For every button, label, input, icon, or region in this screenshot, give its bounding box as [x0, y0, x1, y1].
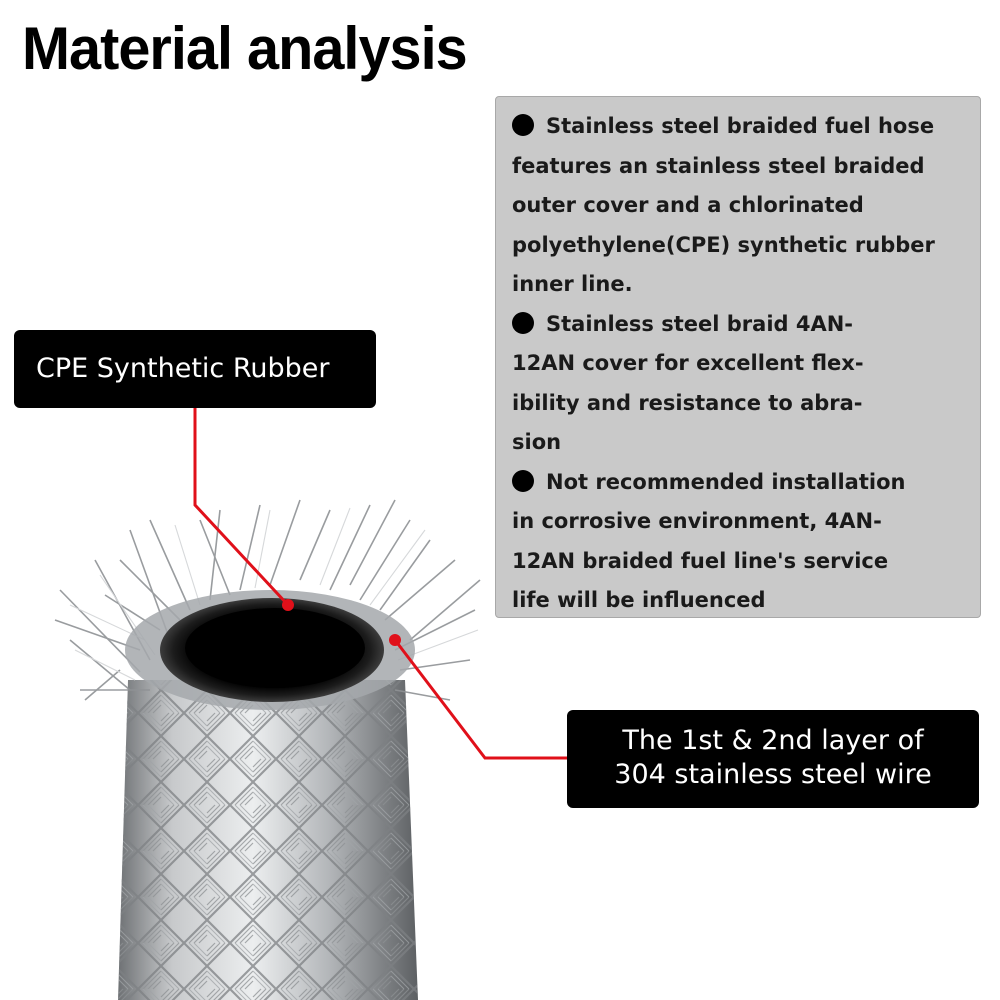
- callout-line-cpe: [193, 408, 290, 607]
- info-line-text: in corrosive environment, 4AN-: [512, 509, 882, 533]
- info-line: 12AN cover for excellent flex-: [512, 344, 968, 384]
- info-line: Stainless steel braid 4AN-: [512, 305, 968, 345]
- frayed-wire-strands: [54, 499, 481, 701]
- cpe-rubber-label: CPE Synthetic Rubber: [14, 330, 376, 408]
- steel-wire-label-line-2: 304 stainless steel wire: [614, 759, 932, 790]
- info-line: polyethylene(CPE) synthetic rubber: [512, 226, 968, 266]
- material-info-box: Stainless steel braided fuel hose feature…: [495, 96, 981, 618]
- info-line-text: Stainless steel braided fuel hose: [546, 114, 935, 138]
- info-line: in corrosive environment, 4AN-: [512, 502, 968, 542]
- callout-line-steel: [393, 639, 567, 760]
- info-line-text: sion: [512, 430, 562, 454]
- bullet-icon: [512, 311, 534, 334]
- info-line: life will be influenced: [512, 581, 968, 621]
- info-line-text: Not recommended installation: [546, 469, 906, 494]
- info-line: inner line.: [512, 265, 968, 305]
- callout-dot-cpe: [282, 599, 294, 611]
- info-line: 12AN braided fuel line's service: [512, 542, 968, 582]
- callout-lines: [193, 408, 567, 760]
- info-line: Stainless steel braided fuel hose: [512, 107, 968, 147]
- steel-wire-label-line-1: The 1st & 2nd layer of: [622, 725, 924, 756]
- info-line-text: inner line.: [512, 272, 633, 296]
- info-line-text: 12AN cover for excellent flex-: [512, 351, 864, 375]
- info-line-text: ibility and resistance to abra-: [512, 390, 863, 415]
- info-line-text: life will be influenced: [512, 588, 766, 612]
- info-line: Not recommended installation: [512, 463, 968, 503]
- steel-wire-label: The 1st & 2nd layer of 304 stainless ste…: [567, 710, 979, 808]
- page-title: Material analysis: [22, 15, 468, 82]
- braided-tube: [118, 680, 418, 1000]
- info-line: features an stainless steel braided: [512, 147, 968, 187]
- info-line: sion: [512, 423, 968, 463]
- info-line-text: polyethylene(CPE) synthetic rubber: [512, 232, 935, 257]
- callout-dot-steel: [389, 634, 401, 646]
- bullet-icon: [512, 114, 534, 136]
- bullet-icon: [512, 469, 534, 492]
- info-line-text: features an stainless steel braided: [512, 153, 925, 178]
- info-line-text: Stainless steel braid 4AN-: [546, 311, 854, 336]
- info-line: ibility and resistance to abra-: [512, 384, 968, 424]
- rubber-bore: [185, 608, 365, 688]
- info-line-text: outer cover and a chlorinated: [512, 193, 864, 217]
- info-line: outer cover and a chlorinated: [512, 186, 968, 226]
- info-line-text: 12AN braided fuel line's service: [512, 548, 889, 573]
